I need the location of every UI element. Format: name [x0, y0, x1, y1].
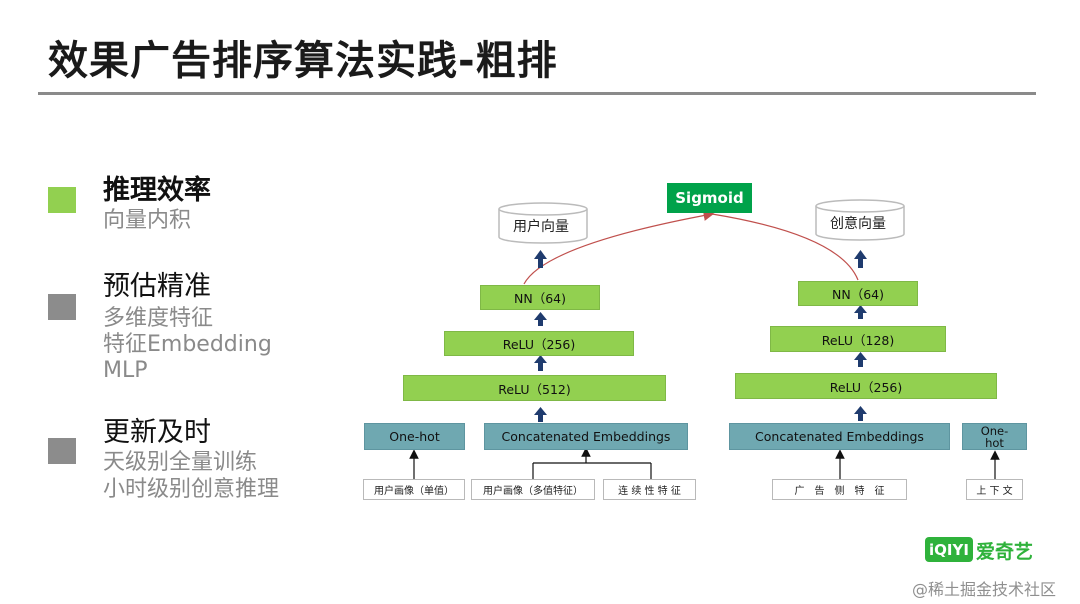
bullet-marker-3 — [48, 438, 76, 464]
user-relu-256-layer: ReLU（256) — [444, 331, 634, 356]
creative-onehot-input: One- hot — [962, 423, 1027, 450]
context-feature: 上 下 文 — [966, 479, 1023, 500]
bullet-marker-2 — [48, 294, 76, 320]
user-nn-64-layer: NN（64) — [480, 285, 600, 310]
iqiyi-logo-badge: iQIYI — [925, 537, 973, 562]
iqiyi-logo-text: 爱奇艺 — [976, 541, 1034, 563]
user-relu-512-layer: ReLU（512) — [403, 375, 666, 401]
creative-vector-cylinder — [815, 199, 905, 241]
bullet-heading-1: 推理效率 — [103, 175, 211, 206]
watermark: @稀土掘金技术社区 — [912, 580, 1057, 599]
creative-concat-embeddings-input: Concatenated Embeddings — [729, 423, 950, 450]
bullet-marker-1 — [48, 187, 76, 213]
bullet-heading-3: 更新及时 — [103, 417, 211, 448]
user-profile-multi-feature: 用户画像（多值特征） — [471, 479, 595, 500]
ad-side-feature: 广 告 侧 特 征 — [772, 479, 907, 500]
sigmoid-node: Sigmoid — [667, 183, 752, 213]
bullet-detail-1: 向量内积 — [103, 208, 192, 233]
bullet-heading-2: 预估精准 — [103, 271, 211, 302]
user-vector-cylinder — [498, 202, 588, 244]
bullet-detail-2a: 多维度特征 — [103, 306, 214, 331]
user-concat-embeddings-input: Concatenated Embeddings — [484, 423, 688, 450]
user-to-sigmoid-curve — [523, 210, 715, 285]
bullet-detail-3a: 天级别全量训练 — [103, 450, 258, 475]
bullet-detail-3b: 小时级别创意推理 — [103, 477, 280, 502]
creative-relu-256-layer: ReLU（256) — [735, 373, 997, 399]
bullet-detail-2b: 特征Embedding — [103, 332, 272, 357]
creative-vector-label: 创意向量 — [830, 216, 886, 232]
user-profile-single-feature: 用户画像（单值） — [363, 479, 465, 500]
user-vector-label: 用户向量 — [513, 219, 569, 235]
bullet-detail-2c: MLP — [103, 358, 148, 383]
page-title: 效果广告排序算法实践-粗排 — [48, 38, 558, 84]
user-onehot-input: One-hot — [364, 423, 465, 450]
continuous-feature: 连 续 性 特 征 — [603, 479, 696, 500]
up-arrows — [534, 250, 867, 422]
title-divider — [38, 92, 1036, 95]
creative-to-sigmoid-curve — [711, 213, 859, 281]
creative-relu-128-layer: ReLU（128) — [770, 326, 946, 352]
creative-nn-64-layer: NN（64) — [798, 281, 918, 306]
